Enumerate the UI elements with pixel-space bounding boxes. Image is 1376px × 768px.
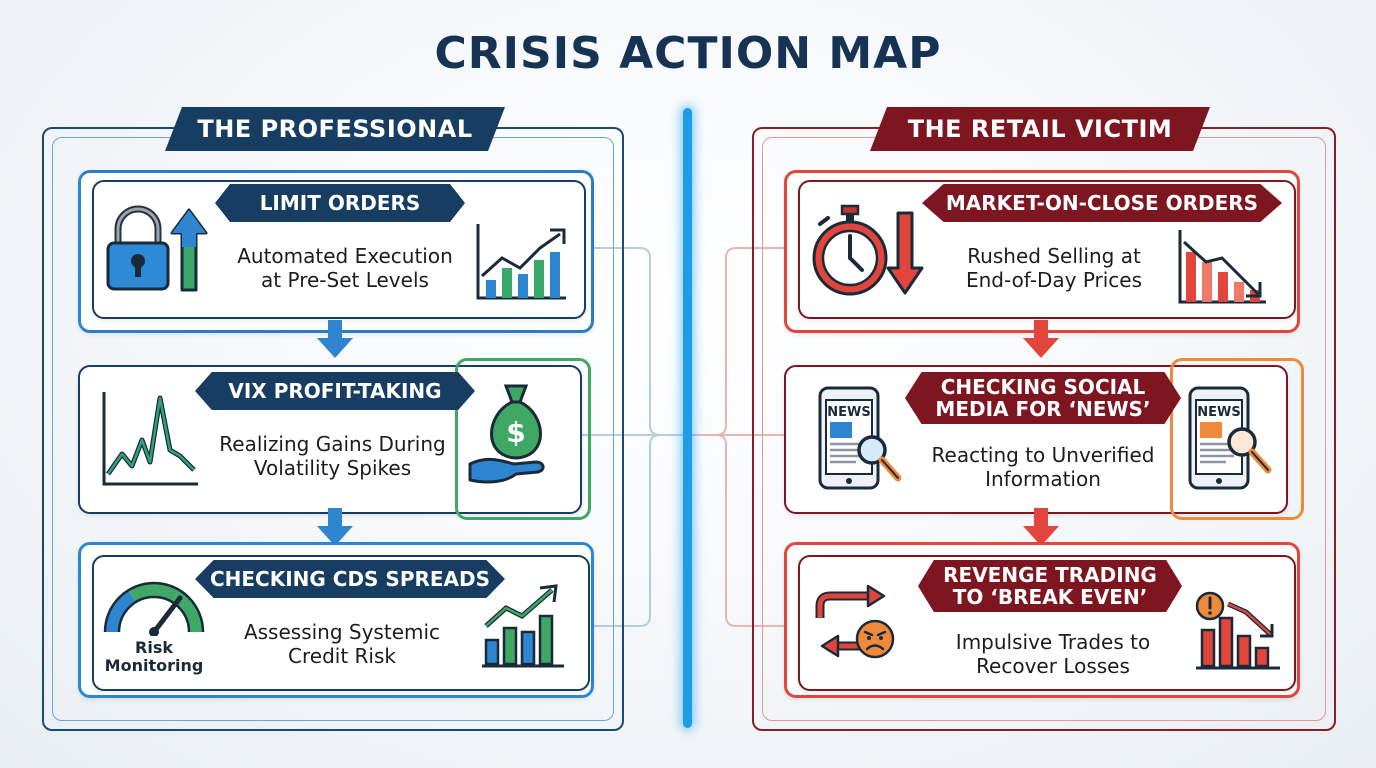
risk-gauge-label: Risk Monitoring: [100, 639, 208, 675]
risk-gauge-label-line2: Monitoring: [104, 656, 204, 675]
social-media-news-desc-line2: Information: [985, 467, 1101, 491]
falling-chart-icon: [1176, 228, 1272, 306]
limit-orders-desc: Automated Execution at Pre-Set Levels: [220, 244, 470, 292]
vix-profit-taking-desc-line1: Realizing Gains During: [219, 432, 446, 456]
revenge-trading-desc-line1: Impulsive Trades to: [955, 630, 1151, 654]
down-arrow-icon: [886, 210, 924, 296]
market-on-close-title: MARKET-ON-CLOSE ORDERS: [922, 184, 1282, 222]
limit-orders-desc-line2: at Pre-Set Levels: [261, 268, 429, 292]
page-title: CRISIS ACTION MAP: [434, 28, 942, 79]
revenge-trading-title-line1: REVENGE TRADING: [943, 563, 1157, 587]
vix-profit-taking-desc-line2: Volatility Spikes: [253, 456, 412, 480]
news-phone-label: NEWS: [1197, 405, 1240, 420]
flow-arrow-down-icon: [1021, 508, 1061, 553]
market-on-close-desc-line1: Rushed Selling at: [967, 244, 1141, 268]
social-media-news-title: CHECKING SOCIAL MEDIA FOR ‘NEWS’: [905, 372, 1181, 424]
social-media-news-title-line1: CHECKING SOCIAL: [940, 375, 1146, 399]
professional-header: THE PROFESSIONAL: [165, 107, 505, 151]
warning-bar-chart-icon: [1194, 590, 1284, 670]
vix-profit-taking-title: VIX PROFIT-TAKING: [195, 372, 475, 410]
cds-spreads-title: CHECKING CDS SPREADS: [195, 560, 505, 598]
revenge-trading-desc-line2: Recover Losses: [976, 654, 1130, 678]
vix-profit-taking-desc: Realizing Gains During Volatility Spikes: [205, 432, 460, 480]
social-media-news-card-accent: [1170, 358, 1304, 520]
money-bag-hand-icon: $: [466, 380, 566, 490]
bar-chart-up-icon: [480, 584, 566, 668]
revenge-trading-title: REVENGE TRADING TO ‘BREAK EVEN’: [918, 560, 1182, 612]
revenge-trading-desc: Impulsive Trades to Recover Losses: [935, 630, 1171, 678]
risk-gauge-label-line1: Risk: [135, 638, 173, 657]
news-phone-label: NEWS: [827, 405, 870, 420]
news-phone-icon: NEWS: [816, 386, 904, 490]
padlock-icon: [104, 205, 172, 291]
rising-chart-icon: [474, 222, 570, 302]
risk-gauge-icon: [102, 580, 206, 636]
flow-arrow-down-icon: [315, 320, 355, 365]
volatility-spike-chart-icon: [100, 390, 200, 488]
cds-spreads-desc-line1: Assessing Systemic: [243, 620, 441, 644]
limit-orders-title: LIMIT ORDERS: [215, 184, 465, 222]
social-media-news-desc: Reacting to Unverified Information: [918, 443, 1168, 491]
center-divider: [683, 108, 692, 728]
market-on-close-desc: Rushed Selling at End-of-Day Prices: [940, 244, 1168, 292]
flow-arrow-down-icon: [1021, 320, 1061, 365]
revenge-cycle-icon: [812, 584, 896, 664]
up-arrow-icon: [170, 207, 208, 293]
news-phone-icon: NEWS: [1186, 386, 1274, 490]
cds-spreads-desc: Assessing Systemic Credit Risk: [222, 620, 462, 668]
revenge-trading-title-line2: TO ‘BREAK EVEN’: [952, 585, 1148, 609]
market-on-close-desc-line2: End-of-Day Prices: [965, 268, 1143, 292]
flow-arrow-down-icon: [315, 508, 355, 553]
svg-text:$: $: [506, 416, 525, 449]
angry-face-icon: [854, 618, 896, 660]
retail-header: THE RETAIL VICTIM: [870, 107, 1210, 151]
vix-profit-taking-card-accent: [455, 358, 591, 520]
limit-orders-desc-line1: Automated Execution: [237, 244, 453, 268]
stopwatch-icon: [808, 204, 892, 296]
cds-spreads-desc-line2: Credit Risk: [288, 644, 396, 668]
social-media-news-desc-line1: Reacting to Unverified: [931, 443, 1155, 467]
social-media-news-title-line2: MEDIA FOR ‘NEWS’: [935, 397, 1151, 421]
